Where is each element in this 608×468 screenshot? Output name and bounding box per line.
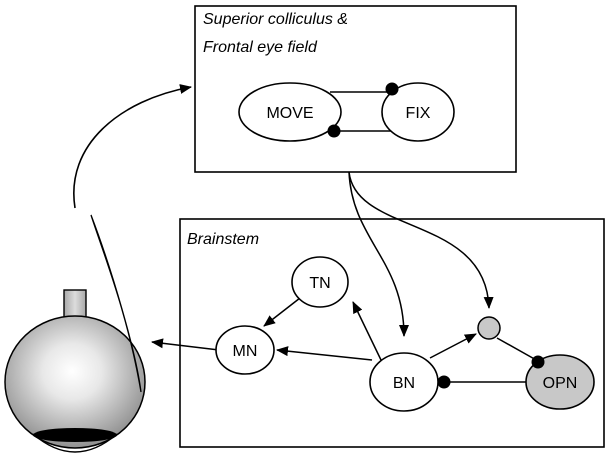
fix-node [381, 82, 455, 142]
tn-label: TN [309, 275, 330, 292]
inhibitory-synapse-on-junction [531, 355, 545, 369]
mn-label: MN [233, 343, 258, 360]
brainstem-panel: Brainstem [179, 218, 605, 448]
eye-muscle [90, 214, 142, 393]
opn-label: OPN [543, 375, 578, 392]
sc-fef-title-line2: Frontal eye field [203, 39, 318, 56]
junction-to-opn-link [496, 337, 539, 362]
fix-label: FIX [406, 105, 431, 122]
mn-to-eye-arrow [151, 338, 220, 351]
sc-to-junction-arrow [348, 171, 494, 309]
cornea-arc [32, 433, 118, 453]
sc-fef-title-line1: Superior colliculus & [203, 11, 348, 28]
pupil [33, 428, 117, 442]
bn-to-mn-arrow [276, 346, 373, 361]
brainstem-box [179, 218, 605, 448]
mn-node [215, 325, 275, 375]
tn-node [291, 256, 349, 308]
junction-node [477, 316, 501, 340]
move-label: MOVE [266, 105, 313, 122]
eye-illustration [4, 214, 146, 453]
inhibitory-synapse-on-move [327, 124, 341, 138]
opn-node [525, 354, 595, 410]
bn-to-tn-arrow [352, 301, 382, 361]
sc-to-bn-arrow [348, 171, 409, 337]
eye-to-sc-arrow [73, 84, 192, 209]
eyeball [4, 315, 146, 449]
brainstem-title: Brainstem [187, 231, 259, 248]
bn-to-junction-arrow [429, 333, 477, 359]
inhibitory-synapse-on-bn [437, 375, 451, 389]
bn-label: BN [393, 375, 415, 392]
sc-fef-box [194, 5, 517, 173]
move-node [238, 82, 342, 142]
inhibitory-synapse-on-fix [385, 82, 399, 96]
tn-to-mn-arrow [263, 297, 301, 327]
sc-fef-panel: Superior colliculus & Frontal eye field … [194, 5, 517, 173]
